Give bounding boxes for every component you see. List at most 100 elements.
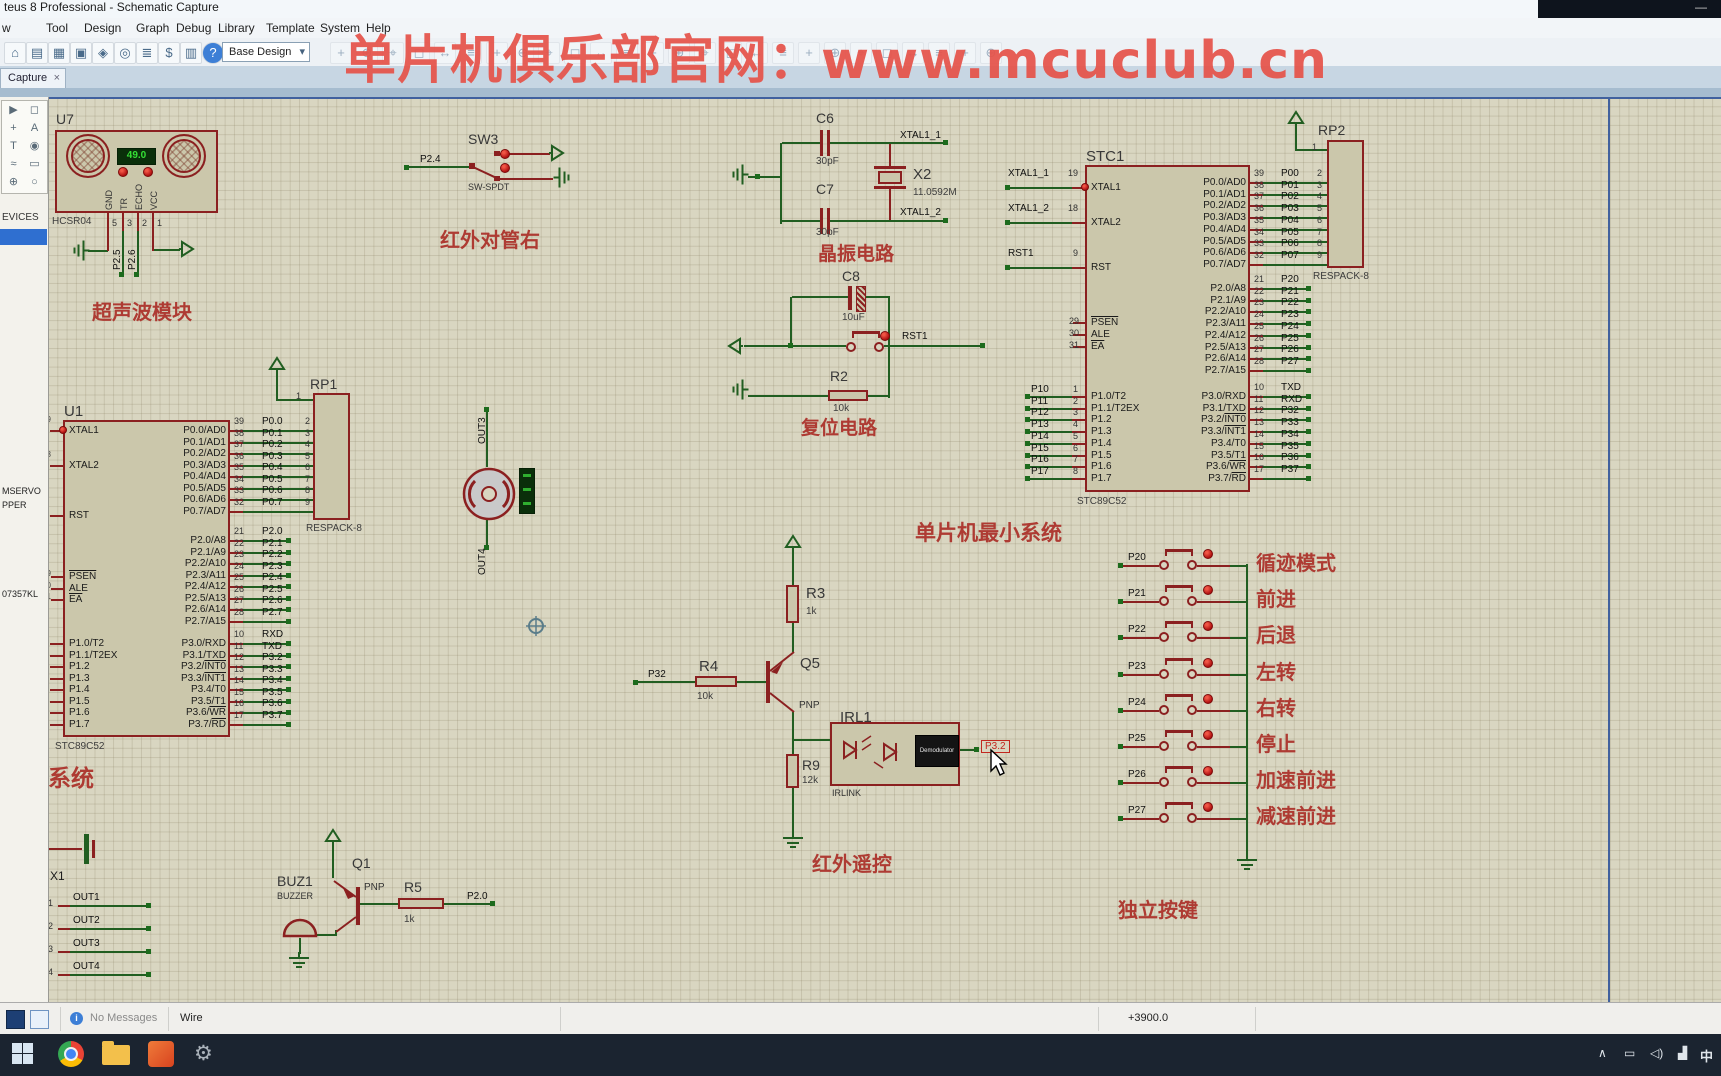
resistor-r9[interactable] [786, 754, 799, 788]
minimize-icon[interactable]: — [1695, 0, 1707, 14]
chrome-icon[interactable] [58, 1041, 84, 1067]
menu-graph[interactable]: Graph [136, 21, 170, 35]
office-app-icon[interactable] [148, 1041, 174, 1067]
menu-template[interactable]: Template [266, 21, 315, 35]
push-button-contact[interactable] [1159, 596, 1169, 606]
toolbar-icon[interactable]: ⊕ [980, 42, 1002, 64]
menu-help[interactable]: Help [366, 21, 391, 35]
push-button-contact[interactable] [1159, 669, 1169, 679]
bom-icon[interactable]: $ [158, 42, 180, 64]
close-icon[interactable]: × [53, 72, 60, 84]
resistor-r4[interactable] [695, 676, 737, 687]
push-button-contact[interactable] [1159, 777, 1169, 787]
toolbar-icon[interactable]: + [954, 42, 976, 64]
toolbar-icon[interactable]: + [330, 42, 352, 64]
push-button-contact[interactable] [874, 342, 884, 352]
pin-icon[interactable]: ▭ [29, 158, 40, 170]
explorer-icon[interactable] [102, 1041, 130, 1065]
push-button-contact[interactable] [1187, 777, 1197, 787]
menu-design[interactable]: Design [84, 21, 122, 35]
toolbar-icon[interactable]: ↔ [746, 42, 768, 64]
push-button-contact[interactable] [1159, 741, 1169, 751]
toolbar-icon[interactable]: ⌖ [694, 42, 716, 64]
capacitor-plate-polar[interactable] [856, 286, 866, 312]
respack-rp1[interactable] [313, 393, 350, 520]
push-button-contact[interactable] [1159, 813, 1169, 823]
menu-system[interactable]: System [320, 21, 361, 35]
ime-indicator[interactable]: 中 [1700, 1049, 1714, 1064]
wire-net-tag[interactable]: P3.2 [981, 740, 1010, 753]
display-icon[interactable]: ▭ [1624, 1046, 1636, 1060]
transistor-q1[interactable] [330, 875, 370, 935]
view-sheet-icon[interactable]: ≣ [136, 42, 158, 64]
import-icon[interactable]: ◈ [92, 42, 114, 64]
toolbar-icon[interactable]: ⊕ [356, 42, 378, 64]
proteus-taskbar-icon[interactable]: ⚙ [194, 1042, 213, 1065]
menu-debug[interactable]: Debug [176, 21, 212, 35]
toolbar-icon[interactable]: ◻ [876, 42, 898, 64]
push-button-contact[interactable] [1159, 632, 1169, 642]
toolbar-icon[interactable]: ⌖ [382, 42, 404, 64]
network-icon[interactable]: ▟ [1678, 1046, 1688, 1060]
push-button-contact[interactable] [1159, 705, 1169, 715]
crystal-x2[interactable] [878, 171, 902, 184]
marker-icon[interactable]: ○ [31, 176, 38, 188]
device-list-item[interactable]: PPER [2, 500, 27, 510]
push-button-contact[interactable] [1187, 560, 1197, 570]
toolbar-icon[interactable]: ↔ [902, 42, 924, 64]
toolbar-icon[interactable]: ◻ [720, 42, 742, 64]
toolbar-icon[interactable]: + [798, 42, 820, 64]
push-button-contact[interactable] [846, 342, 856, 352]
capacitor-plate[interactable] [827, 208, 830, 234]
help-icon[interactable]: ? [202, 42, 224, 64]
resistor-r3[interactable] [786, 585, 799, 623]
tray-expand-icon[interactable]: ∧ [1598, 1046, 1607, 1060]
info-icon[interactable]: i [70, 1012, 83, 1025]
capacitor-plate[interactable] [820, 208, 823, 234]
push-button-contact[interactable] [1187, 813, 1197, 823]
toolbar-icon[interactable]: ◻ [408, 42, 430, 64]
push-button-contact[interactable] [1159, 560, 1169, 570]
toolbar-icon[interactable]: ≡ [460, 42, 482, 64]
start-icon[interactable] [12, 1041, 34, 1064]
toolbar-icon[interactable]: + [486, 42, 508, 64]
capacitor-plate[interactable] [820, 130, 823, 156]
toolbar-icon[interactable]: ⊕ [512, 42, 534, 64]
device-list-item[interactable]: 07357KL [2, 589, 39, 599]
toolbar-icon[interactable]: ⊕ [824, 42, 846, 64]
notes-icon[interactable]: ▥ [180, 42, 202, 64]
menu-library[interactable]: Library [218, 21, 255, 35]
terminal-icon[interactable]: ≈ [10, 158, 17, 170]
design-selector[interactable]: Base Design ▾ [222, 42, 310, 62]
capacitor-plate[interactable] [827, 130, 830, 156]
schematic-grid[interactable] [48, 97, 1721, 1002]
motor[interactable] [461, 466, 517, 522]
resistor-r2[interactable] [828, 390, 868, 401]
volume-icon[interactable]: ◁) [1650, 1046, 1664, 1060]
toolbar-icon[interactable]: ≡ [616, 42, 638, 64]
new-design-icon[interactable]: ▤ [26, 42, 48, 64]
toolbar-icon[interactable]: ⌖ [850, 42, 872, 64]
u1-body[interactable] [63, 420, 230, 737]
selected-device-row[interactable] [0, 229, 47, 245]
home-icon[interactable]: ⌂ [4, 42, 26, 64]
resistor-r5[interactable] [398, 898, 444, 909]
save-design-icon[interactable]: ▣ [70, 42, 92, 64]
junction-icon[interactable]: + [10, 122, 17, 134]
push-button-contact[interactable] [1187, 741, 1197, 751]
bus-icon[interactable]: ◉ [29, 140, 40, 152]
selection-icon[interactable]: ▶ [9, 104, 18, 116]
menu-partial[interactable]: w [2, 21, 11, 35]
toolbar-icon[interactable]: ⊕ [668, 42, 690, 64]
text-icon[interactable]: T [10, 140, 17, 152]
toolbar-icon[interactable]: ⌖ [538, 42, 560, 64]
toolbar-icon[interactable]: ◻ [564, 42, 586, 64]
tab-schematic-capture[interactable]: Capture × [0, 68, 66, 88]
wire-label-icon[interactable]: A [30, 122, 39, 134]
toolbar-icon[interactable]: + [642, 42, 664, 64]
toolbar-icon[interactable]: ↔ [434, 42, 456, 64]
push-button-contact[interactable] [1187, 632, 1197, 642]
buzzer-symbol[interactable] [278, 900, 322, 940]
graph-icon[interactable]: ⊕ [8, 176, 19, 188]
capacitor-plate[interactable] [848, 286, 852, 310]
